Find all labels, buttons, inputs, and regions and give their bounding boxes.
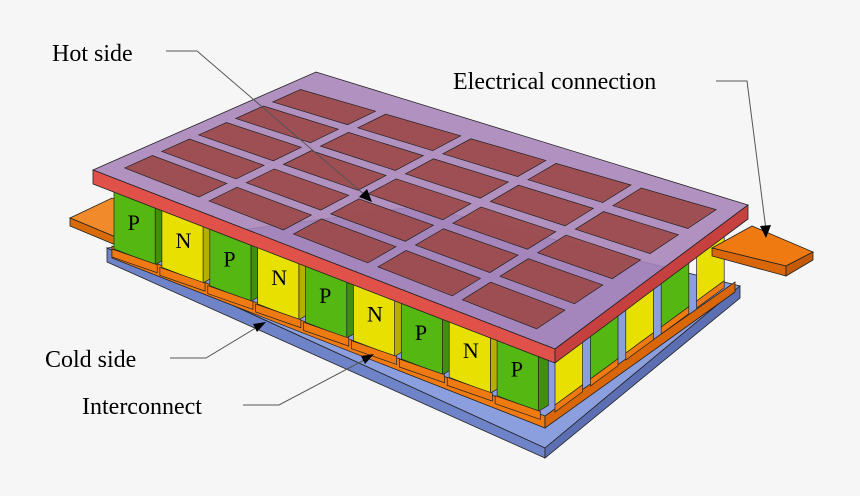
p-leg-label: P <box>128 210 140 235</box>
hot-side-tile <box>123 155 228 198</box>
hot-side-tile <box>612 187 717 229</box>
interconnect-pad <box>625 332 654 361</box>
hot-side-tile <box>160 138 265 180</box>
p-leg-label: P <box>319 283 331 308</box>
hot-side-tile <box>489 184 595 227</box>
hot-side-tile <box>367 178 472 221</box>
p-leg-label: P <box>415 320 427 345</box>
label-cold-side: Cold side <box>45 347 136 373</box>
interconnect-pad <box>159 266 206 292</box>
hot-side-tile <box>441 138 547 177</box>
p-leg-label: P <box>223 247 235 272</box>
hot-side-tile <box>356 113 462 152</box>
label-interconnect: Interconnect <box>82 394 202 420</box>
hot-side-leader <box>166 50 367 197</box>
hot-side-tile <box>452 206 557 250</box>
n-leg-label: N <box>367 302 383 327</box>
front-leg-row: P N P N P N P N P <box>111 186 549 420</box>
hot-side-tile <box>330 198 435 242</box>
interconnect-pad <box>494 395 541 420</box>
hot-side-tile <box>234 105 340 144</box>
hot-side-tile <box>377 250 482 297</box>
hot-side-tile <box>292 218 397 264</box>
interconnect-pad <box>111 248 158 274</box>
interconnect-pad <box>554 384 583 413</box>
label-electrical-connection: Electrical connection <box>453 69 656 95</box>
interconnect-pad <box>351 340 397 365</box>
hot-side-tile <box>404 158 510 199</box>
n-leg-label: N <box>175 228 191 253</box>
interconnect-pad <box>696 280 725 309</box>
hot-side-tile <box>536 234 642 280</box>
interconnect-pad <box>660 306 690 335</box>
n-leg-label: N <box>271 265 287 290</box>
label-electrical-connection-group: Electrical connection <box>453 69 771 238</box>
interconnect-pad <box>590 358 619 387</box>
label-interconnect-group: Interconnect <box>82 354 374 420</box>
hot-side-tile <box>499 258 604 305</box>
label-hot-side-group: Hot side <box>52 41 372 202</box>
hot-side-tile <box>282 150 387 191</box>
interconnect-leader <box>243 357 369 406</box>
hot-side-tile <box>574 211 680 254</box>
hot-side-arrowhead <box>359 189 372 202</box>
interconnect-arrowhead <box>361 354 374 364</box>
n-leg-label: N <box>463 338 479 363</box>
hot-side-tile <box>319 132 425 171</box>
hot-side-tile <box>527 163 632 203</box>
label-hot-side: Hot side <box>52 41 133 67</box>
p-leg-label: P <box>511 357 523 382</box>
interconnect-pad <box>446 376 493 402</box>
hot-side-tile <box>461 281 566 330</box>
electrical-connection-leader <box>716 80 767 231</box>
cold-side-arrowhead <box>253 322 266 332</box>
interconnect-pad <box>207 285 254 310</box>
hot-side-tile <box>197 122 303 162</box>
electrical-connection-arrowhead <box>760 225 771 238</box>
interconnect-pad <box>303 321 350 347</box>
interconnect-pad <box>398 358 445 384</box>
right-electrical-tab <box>710 225 814 277</box>
hot-side-tile <box>414 228 519 273</box>
cold-side-leader <box>170 325 260 359</box>
hot-side-tile <box>245 168 350 211</box>
hot-side-tile <box>208 186 313 231</box>
interconnect-pad <box>255 303 302 329</box>
hot-side-tile <box>271 89 377 126</box>
label-cold-side-group: Cold side <box>45 322 266 373</box>
hot-side-tiles <box>123 89 717 330</box>
